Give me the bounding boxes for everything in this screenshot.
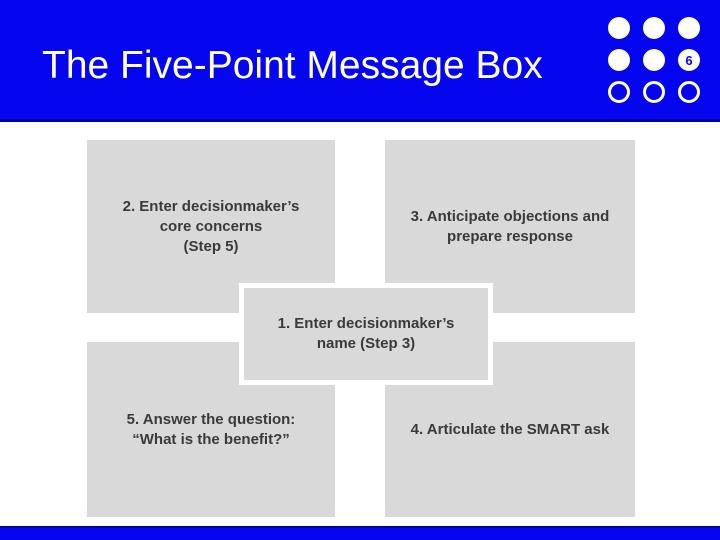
slide-title: The Five-Point Message Box: [42, 44, 543, 87]
message-box-text-line: 3. Anticipate objections and: [410, 207, 610, 225]
footer-bar: [0, 526, 720, 540]
message-box-text-line: “What is the benefit?”: [132, 430, 290, 448]
message-box-text-line: name (Step 3): [316, 335, 416, 352]
outline-circle-icon: [643, 81, 665, 103]
message-box-text-line: 4. Articulate the SMART ask: [410, 420, 610, 438]
message-box-text-line: (Step 5): [183, 237, 239, 255]
message-box-text-line: 1. Enter decisionmaker’s: [277, 315, 455, 332]
outline-circle-icon: [608, 81, 630, 103]
message-box-step2-core-concerns: 2. Enter decisionmaker’s core concerns (…: [87, 140, 335, 313]
slide-number-badge: 6: [678, 49, 700, 71]
filled-circle-icon: [608, 17, 630, 39]
outline-circle-icon: [678, 81, 700, 103]
header-bar: The Five-Point Message Box 6: [0, 0, 720, 122]
filled-circle-icon: [608, 49, 630, 71]
message-box-step1-decisionmaker-name: 1. Enter decisionmaker’s name (Step 3): [239, 283, 493, 385]
circle-grid-decoration: 6: [608, 17, 700, 103]
filled-circle-icon: [643, 17, 665, 39]
message-box-text-line: 2. Enter decisionmaker’s: [122, 197, 300, 215]
message-box-text-line: prepare response: [447, 227, 573, 245]
filled-circle-icon: [643, 49, 665, 71]
message-box-text-line: core concerns: [159, 217, 263, 235]
filled-circle-icon: [678, 17, 700, 39]
message-box-text-line: 5. Answer the question:: [126, 410, 296, 428]
